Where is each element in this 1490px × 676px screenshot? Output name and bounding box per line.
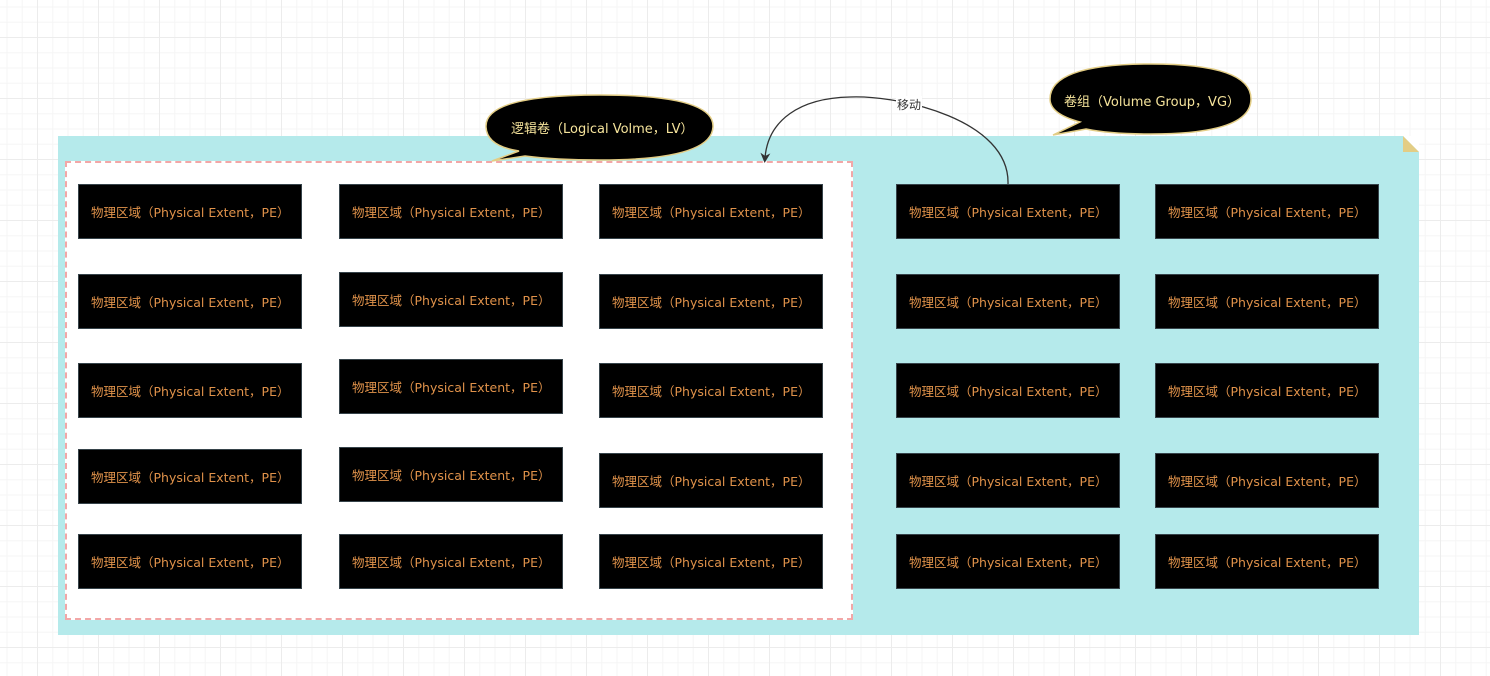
- pe-block[interactable]: 物理区域（Physical Extent，PE）: [78, 449, 302, 504]
- pe-block[interactable]: 物理区域（Physical Extent，PE）: [78, 534, 302, 589]
- pe-block[interactable]: 物理区域（Physical Extent，PE）: [339, 184, 563, 239]
- pe-block[interactable]: 物理区域（Physical Extent，PE）: [339, 534, 563, 589]
- pe-label: 物理区域（Physical Extent，PE）: [352, 293, 551, 308]
- pe-label: 物理区域（Physical Extent，PE）: [612, 384, 811, 399]
- vg-callout-label: 卷组（Volume Group，VG）: [1064, 95, 1241, 110]
- folded-corner-icon: [1403, 136, 1419, 152]
- pe-block[interactable]: 物理区域（Physical Extent，PE）: [599, 184, 823, 239]
- lv-callout-bubble[interactable]: [485, 94, 714, 162]
- pe-label: 物理区域（Physical Extent，PE）: [909, 205, 1108, 220]
- move-arrow-label: 移动: [896, 96, 923, 113]
- pe-block[interactable]: 物理区域（Physical Extent，PE）: [339, 359, 563, 414]
- pe-label: 物理区域（Physical Extent，PE）: [612, 295, 811, 310]
- pe-label: 物理区域（Physical Extent，PE）: [1168, 205, 1367, 220]
- pe-label: 物理区域（Physical Extent，PE）: [352, 380, 551, 395]
- pe-label: 物理区域（Physical Extent，PE）: [909, 474, 1108, 489]
- pe-block[interactable]: 物理区域（Physical Extent，PE）: [599, 363, 823, 418]
- move-arrow-connector[interactable]: [760, 96, 1009, 185]
- pe-label: 物理区域（Physical Extent，PE）: [1168, 555, 1367, 570]
- pe-label: 物理区域（Physical Extent，PE）: [91, 295, 290, 310]
- pe-block[interactable]: 物理区域（Physical Extent，PE）: [896, 184, 1120, 239]
- pe-label: 物理区域（Physical Extent，PE）: [909, 555, 1108, 570]
- pe-label: 物理区域（Physical Extent，PE）: [91, 384, 290, 399]
- pe-label: 物理区域（Physical Extent，PE）: [1168, 384, 1367, 399]
- pe-block[interactable]: 物理区域（Physical Extent，PE）: [339, 272, 563, 327]
- pe-label: 物理区域（Physical Extent，PE）: [909, 295, 1108, 310]
- lv-callout-label: 逻辑卷（Logical Volme，LV）: [511, 122, 694, 137]
- pe-label: 物理区域（Physical Extent，PE）: [91, 205, 290, 220]
- pe-block[interactable]: 物理区域（Physical Extent，PE）: [339, 447, 563, 502]
- vg-callout-bubble[interactable]: [1049, 63, 1252, 136]
- pe-block[interactable]: 物理区域（Physical Extent，PE）: [599, 274, 823, 329]
- pe-block[interactable]: 物理区域（Physical Extent，PE）: [896, 453, 1120, 508]
- pe-block[interactable]: 物理区域（Physical Extent，PE）: [1155, 184, 1379, 239]
- pe-block[interactable]: 物理区域（Physical Extent，PE）: [1155, 274, 1379, 329]
- pe-block[interactable]: 物理区域（Physical Extent，PE）: [1155, 363, 1379, 418]
- pe-block[interactable]: 物理区域（Physical Extent，PE）: [599, 453, 823, 508]
- pe-label: 物理区域（Physical Extent，PE）: [352, 205, 551, 220]
- pe-label: 物理区域（Physical Extent，PE）: [1168, 474, 1367, 489]
- pe-label: 物理区域（Physical Extent，PE）: [91, 555, 290, 570]
- pe-label: 物理区域（Physical Extent，PE）: [352, 555, 551, 570]
- pe-label: 物理区域（Physical Extent，PE）: [612, 555, 811, 570]
- pe-label: 物理区域（Physical Extent，PE）: [612, 474, 811, 489]
- pe-block[interactable]: 物理区域（Physical Extent，PE）: [896, 363, 1120, 418]
- pe-label: 物理区域（Physical Extent，PE）: [612, 205, 811, 220]
- pe-label: 物理区域（Physical Extent，PE）: [352, 468, 551, 483]
- pe-label: 物理区域（Physical Extent，PE）: [91, 470, 290, 485]
- pe-block[interactable]: 物理区域（Physical Extent，PE）: [78, 274, 302, 329]
- pe-block[interactable]: 物理区域（Physical Extent，PE）: [896, 274, 1120, 329]
- pe-block[interactable]: 物理区域（Physical Extent，PE）: [896, 534, 1120, 589]
- pe-block[interactable]: 物理区域（Physical Extent，PE）: [1155, 453, 1379, 508]
- pe-label: 物理区域（Physical Extent，PE）: [1168, 295, 1367, 310]
- pe-block[interactable]: 物理区域（Physical Extent，PE）: [78, 363, 302, 418]
- pe-block[interactable]: 物理区域（Physical Extent，PE）: [599, 534, 823, 589]
- pe-block[interactable]: 物理区域（Physical Extent，PE）: [78, 184, 302, 239]
- pe-block[interactable]: 物理区域（Physical Extent，PE）: [1155, 534, 1379, 589]
- pe-label: 物理区域（Physical Extent，PE）: [909, 384, 1108, 399]
